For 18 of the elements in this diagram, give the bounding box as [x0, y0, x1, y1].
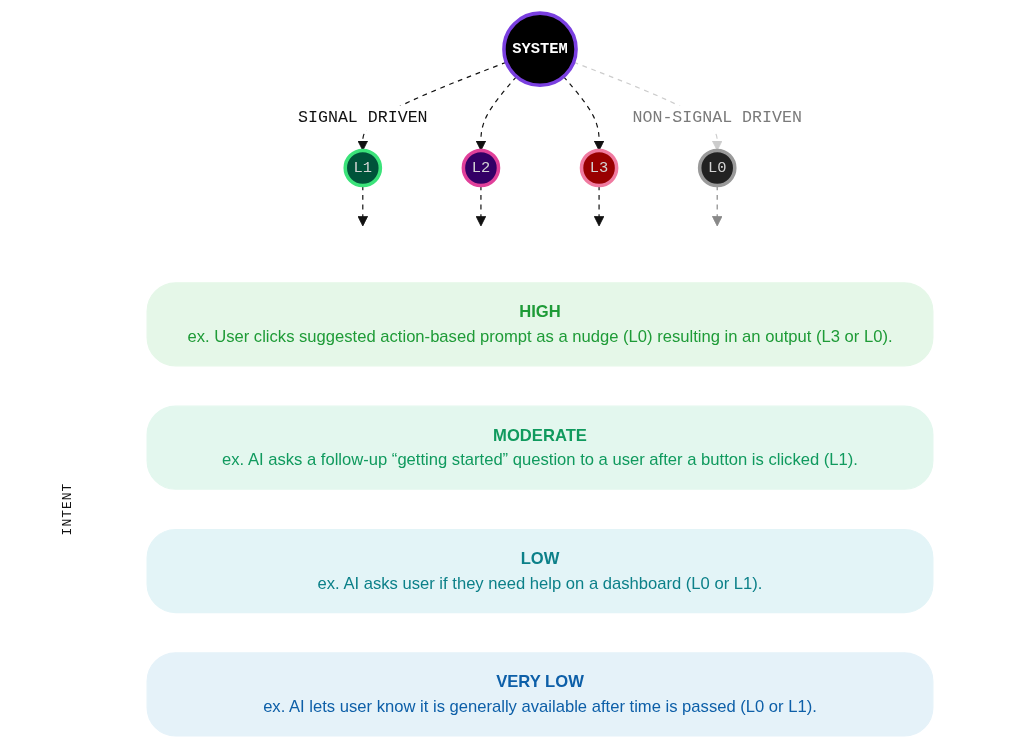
node-circle: L1 [343, 148, 383, 188]
node-box: LOW ex. AI asks user if they need help on a dashboard (L0 or L1). [146, 528, 934, 614]
node-box: HIGH ex. User clicks suggested action-based prompt as a nudge (L0) resulting in an output (L3 or L0). [146, 282, 934, 367]
node-circle: L3 [579, 148, 619, 188]
node-box: VERY LOW ex. AI lets user know it is generally available after time is passed (L0 or L1). [146, 652, 934, 737]
arrow [475, 185, 487, 227]
node-circle: L2 [461, 148, 501, 188]
node-box: MODERATE ex. AI asks a follow-up “getting started” question to a user after a button is clicked (L1). [146, 405, 934, 490]
edge-label: NON-SIGNAL DRIVEN [632, 107, 802, 127]
arrow [712, 185, 723, 227]
node-circle: L0 [697, 148, 737, 188]
arrow [593, 185, 605, 227]
arrow [562, 75, 605, 151]
edge-label: SIGNAL DRIVEN [298, 107, 428, 127]
arrow [357, 185, 368, 227]
arrow [475, 75, 518, 151]
axis-label: INTENT [59, 482, 75, 536]
node-circle: SYSTEM [502, 11, 578, 87]
